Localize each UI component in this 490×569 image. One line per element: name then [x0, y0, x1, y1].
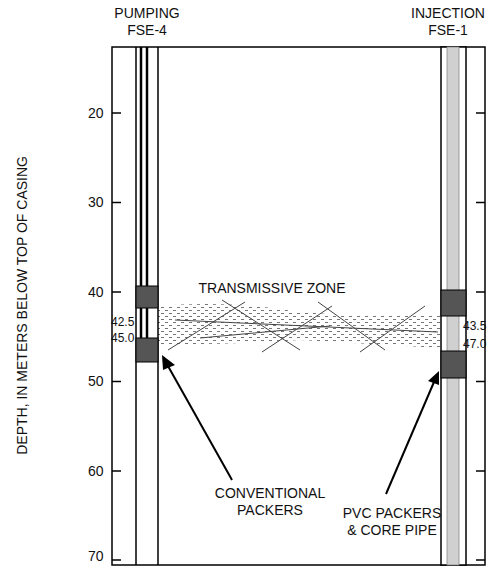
leader-arrows — [162, 355, 439, 494]
axis-title: DEPTH, IN METERS BELOW TOP OF CASING — [13, 156, 30, 455]
tick-label: 20 — [88, 105, 104, 122]
tick-label: 50 — [88, 373, 104, 390]
packer-depth: 43.5 — [463, 319, 486, 333]
tick-label: 70 — [88, 548, 104, 565]
injection-well — [441, 47, 466, 565]
well-name: PUMPING FSE-4 — [107, 5, 187, 39]
packer-depth: 47.0 — [463, 337, 486, 351]
tick-label: 60 — [88, 463, 104, 480]
packer-depth: 42.5 — [111, 315, 134, 329]
packer — [441, 290, 466, 316]
packer-depth: 45.0 — [111, 331, 134, 345]
well-name: INJECTION FSE-1 — [408, 5, 488, 39]
tick-label: 40 — [88, 284, 104, 301]
packer — [136, 338, 158, 362]
zone-label: TRANSMISSIVE ZONE — [197, 280, 348, 297]
fractures — [168, 300, 438, 352]
packer — [441, 351, 466, 378]
pumping-well — [136, 47, 158, 565]
callout-text: CONVENTIONAL PACKERS — [208, 485, 333, 519]
depth-ticks — [112, 113, 485, 560]
plot-frame — [112, 47, 485, 565]
transmissive-zone — [158, 304, 441, 348]
tick-label: 30 — [88, 194, 104, 211]
callout-text: PVC PACKERS & CORE PIPE — [337, 505, 447, 539]
packer — [136, 286, 158, 308]
